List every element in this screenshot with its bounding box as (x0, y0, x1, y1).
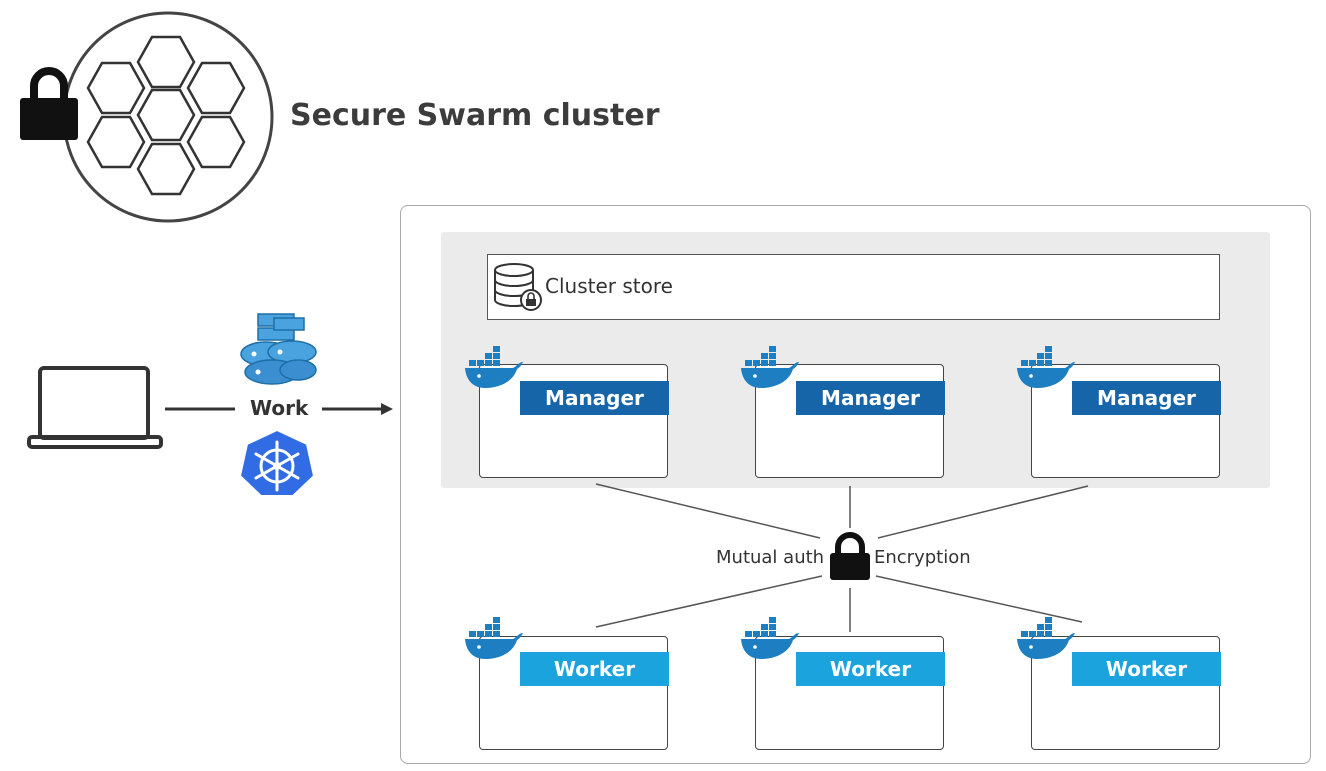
work-arrow (165, 403, 393, 415)
worker-label: Worker (1072, 652, 1221, 686)
docker-whale-icon (741, 617, 799, 659)
mutual-auth-label: Mutual auth (716, 547, 825, 568)
kubernetes-icon (238, 428, 316, 497)
work-label: Work (250, 396, 309, 420)
manager-label: Manager (520, 381, 669, 415)
docker-whale-icon (465, 346, 523, 388)
manager-label: Manager (796, 381, 945, 415)
cluster-store-label: Cluster store (545, 274, 673, 298)
swarm-cluster-boundary (400, 205, 1311, 764)
page-title: Secure Swarm cluster (290, 98, 660, 133)
worker-label: Worker (796, 652, 945, 686)
cluster-store (487, 254, 1220, 320)
docker-whale-icon (465, 617, 523, 659)
padlock-icon (20, 67, 78, 140)
manager-label: Manager (1072, 381, 1221, 415)
laptop-icon (27, 366, 163, 449)
swarm-logo-icon (20, 11, 274, 223)
docker-whale-icon (741, 346, 799, 388)
docker-whale-icon (1017, 346, 1075, 388)
encryption-label: Encryption (874, 547, 971, 568)
docker-stack-icon (240, 313, 317, 385)
worker-label: Worker (520, 652, 669, 686)
padlock-icon (830, 532, 870, 580)
database-lock-icon (494, 263, 542, 311)
docker-whale-icon (1017, 617, 1075, 659)
